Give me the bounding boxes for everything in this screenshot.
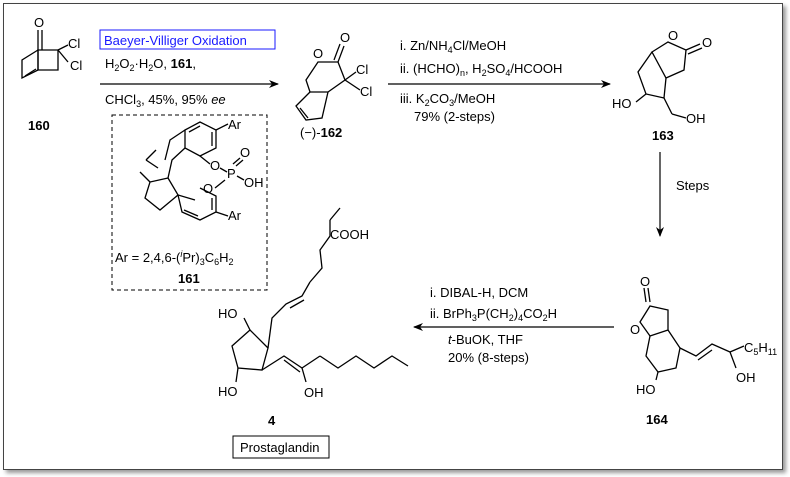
compound-label-160: 160 [28, 118, 50, 133]
atom-o-160: O [34, 15, 44, 30]
catalyst-161-structure: Ar O P O OH O Ar [139, 117, 264, 223]
atom-ar-bottom: Ar [228, 208, 242, 223]
step4-line3: t-BuOK, THF [448, 332, 523, 347]
figure-frame [3, 3, 783, 470]
compound-164-structure: O O HO OH C5H11 164 [630, 274, 777, 427]
step1-reagents-line2: CHCl3, 45%, 95% ee [105, 92, 226, 109]
atom-o-cat-1: O [210, 158, 220, 173]
prostaglandin-label-box [232, 435, 330, 459]
atom-cl-160-a: Cl [68, 36, 80, 51]
atom-c5h11-164: C5H11 [744, 340, 777, 357]
atom-cl-162-a: Cl [356, 62, 368, 77]
step3-label: Steps [676, 178, 710, 193]
compound-label-4: 4 [268, 413, 276, 428]
step2-line1: i. Zn/NH4Cl/MeOH [400, 38, 506, 55]
atom-o-162-ring: O [313, 46, 323, 61]
atom-o-163-ring: O [668, 28, 678, 43]
step2-yield: 79% (2-steps) [414, 109, 495, 124]
atom-p-cat: P [227, 166, 236, 181]
method-box-label: Baeyer-Villiger Oxidation [104, 33, 247, 48]
atom-o-162-carbonyl: O [340, 30, 350, 45]
atom-o-cat-2: O [203, 181, 213, 196]
step4-line1: i. DIBAL-H, DCM [430, 285, 528, 300]
compound-162-structure: O O Cl Cl (−)-162 [295, 30, 372, 140]
atom-ho-4-top: HO [218, 306, 238, 321]
atom-o-164-ring: O [630, 322, 640, 337]
atom-ho-164: HO [636, 382, 656, 397]
atom-oh-164: OH [736, 370, 756, 385]
compound-label-162: (−)-162 [300, 125, 342, 140]
atom-o-164-carbonyl: O [640, 274, 650, 289]
step4-line2: ii. BrPh3P(CH2)4CO2H [430, 306, 557, 323]
atom-ar-top: Ar [228, 117, 242, 132]
step1-reagents-line1: H2O2·H2O, 161, [105, 56, 196, 73]
prostaglandin-label: Prostaglandin [240, 440, 320, 455]
compound-160-structure: O Cl Cl 160 [21, 15, 82, 133]
atom-oh-4: OH [304, 385, 324, 400]
catalyst-ar-definition: Ar = 2,4,6-(iPr)3C6H2 [115, 249, 234, 267]
atom-ho-4-bottom: HO [218, 384, 238, 399]
atom-cl-160-b: Cl [70, 58, 82, 73]
atom-oh-p: OH [244, 175, 264, 190]
atom-cooh-4: COOH [330, 227, 369, 242]
step4-yield: 20% (8-steps) [448, 350, 529, 365]
method-box [99, 29, 276, 50]
step2-line2: ii. (HCHO)n, H2SO4/HCOOH [400, 61, 562, 78]
atom-o-p-double: O [240, 145, 250, 160]
atom-oh-163: OH [686, 111, 706, 126]
compound-163-structure: O O HO OH 163 [612, 28, 712, 143]
compound-label-163: 163 [652, 128, 674, 143]
compound-label-161: 161 [178, 271, 200, 286]
catalyst-161-box [111, 114, 268, 291]
compound-4-structure: HO HO COOH OH 4 [218, 207, 409, 428]
step2-line3: iii. K2CO3/MeOH [400, 91, 495, 108]
compound-label-164: 164 [646, 412, 668, 427]
atom-ho-163: HO [612, 96, 632, 111]
atom-cl-162-b: Cl [360, 84, 372, 99]
atom-o-163-carbonyl: O [702, 35, 712, 50]
